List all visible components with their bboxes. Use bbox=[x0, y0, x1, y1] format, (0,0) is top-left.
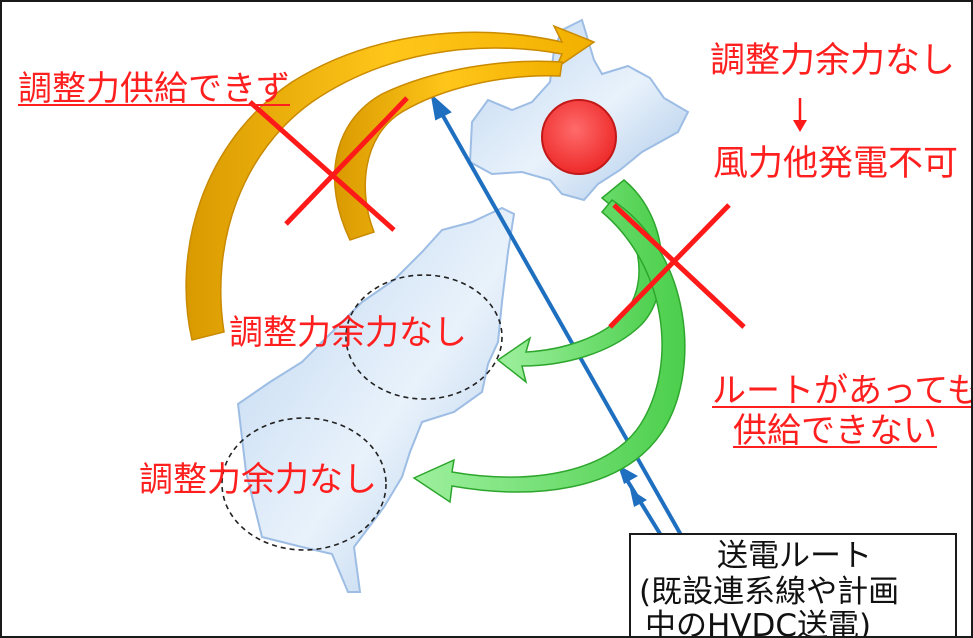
honshu-map bbox=[236, 206, 516, 593]
orange-arrow-inner bbox=[333, 60, 563, 241]
dashed-circle-south bbox=[221, 417, 387, 551]
route-box-line2: (既設連系線や計画 bbox=[639, 574, 900, 610]
dashed-circle-north bbox=[345, 274, 503, 400]
hokkaido-red-dot bbox=[541, 99, 617, 175]
label-wind-not-possible: 風力他発電不可 bbox=[713, 144, 959, 184]
label-hokkaido-no-reserve: 調整力余力なし bbox=[710, 41, 956, 81]
label-honshu-north-no-reserve: 調整力余力なし bbox=[229, 313, 467, 353]
route-box-line3: 中のHVDC送電) bbox=[645, 608, 872, 638]
green-arrow-upper bbox=[496, 179, 663, 384]
label-honshu-south-no-reserve: 調整力余力なし bbox=[139, 460, 377, 500]
label-route-cannot-supply-1: ルートがあっても bbox=[712, 371, 973, 411]
route-arrowhead-short-2 bbox=[630, 489, 647, 507]
cross-right bbox=[608, 203, 746, 329]
label-no-supply: 調整力供給できず bbox=[18, 69, 290, 109]
down-arrow-head bbox=[793, 120, 807, 132]
route-arrowhead-top bbox=[430, 93, 452, 121]
label-route-cannot-supply-2: 供給できない bbox=[733, 411, 937, 451]
orange-arrow-outer bbox=[185, 24, 596, 341]
route-line-blue bbox=[432, 99, 704, 573]
transmission-route-box: 送電ルート (既設連系線や計画 中のHVDC送電) bbox=[629, 533, 957, 638]
green-arrow-lower bbox=[412, 199, 686, 504]
cross-left bbox=[248, 96, 409, 232]
route-arrowhead-short-1 bbox=[618, 465, 638, 484]
route-box-line1: 送電ルート bbox=[717, 538, 872, 574]
